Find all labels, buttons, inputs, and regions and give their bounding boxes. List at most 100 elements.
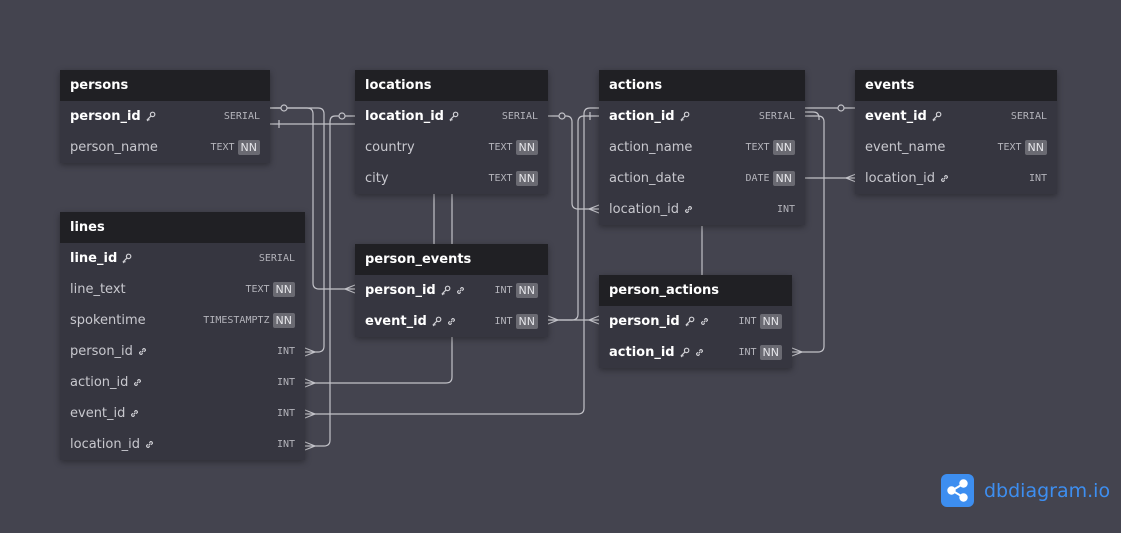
field-type: INT: [276, 377, 295, 388]
brand-name: dbdiagram.io: [984, 479, 1111, 502]
many-end-marker: [844, 173, 857, 183]
key-icon: [122, 253, 132, 264]
many-end-marker: [304, 347, 317, 357]
table-header[interactable]: person_events: [355, 244, 548, 275]
field-name: location_id: [365, 109, 502, 124]
not-null-badge: NN: [772, 171, 795, 186]
field-type: DATE: [745, 173, 770, 184]
link-icon: [695, 348, 703, 357]
field-name: line_text: [70, 282, 245, 297]
not-null-badge: NN: [772, 140, 795, 155]
field-type: INT: [276, 408, 295, 419]
field-name: event_id: [865, 109, 1011, 124]
connector-persons-lines: [270, 107, 325, 353]
key-icon: [146, 111, 156, 122]
field-name: location_id: [609, 202, 777, 217]
field-row[interactable]: location_id INT: [855, 163, 1057, 194]
field-type: TEXT: [488, 142, 513, 153]
field-name: country: [365, 140, 488, 155]
not-null-badge: NN: [515, 171, 538, 186]
many-end-marker: [587, 315, 600, 325]
field-row[interactable]: line_id SERIAL: [60, 243, 305, 274]
connector-events-action-bar: [805, 111, 820, 120]
field-row[interactable]: location_id INT: [60, 429, 305, 460]
field-row[interactable]: person_id INT: [60, 336, 305, 367]
field-type: SERIAL: [501, 111, 538, 122]
field-name-text: person_id: [365, 283, 436, 298]
field-row[interactable]: event_id INT: [60, 398, 305, 429]
field-name-text: line_id: [70, 251, 118, 266]
field-name-text: location_id: [609, 202, 679, 217]
field-name-text: person_id: [70, 344, 133, 359]
not-null-badge: NN: [237, 140, 260, 155]
field-row[interactable]: location_id SERIAL: [355, 101, 548, 132]
dbdiagram-brand[interactable]: dbdiagram.io: [941, 474, 1110, 507]
table-header[interactable]: locations: [355, 70, 548, 101]
field-row[interactable]: event_id SERIAL: [855, 101, 1057, 132]
field-type: INT: [1028, 173, 1047, 184]
key-icon: [685, 316, 695, 327]
field-type: TEXT: [488, 173, 513, 184]
field-row[interactable]: action_id SERIAL: [599, 101, 805, 132]
key-icon: [449, 111, 459, 122]
field-name: location_id: [865, 171, 1029, 186]
link-icon: [684, 205, 692, 214]
field-name: action_date: [609, 171, 745, 186]
table-header[interactable]: actions: [599, 70, 805, 101]
field-type: TEXT: [745, 142, 770, 153]
field-row[interactable]: person_id SERIAL: [60, 101, 270, 132]
connector-events-lines: [305, 107, 856, 415]
field-name-text: location_id: [70, 437, 140, 452]
key-icon: [432, 316, 442, 327]
field-name-text: action_name: [609, 140, 693, 155]
not-null-badge: NN: [272, 313, 295, 328]
table-header[interactable]: person_actions: [599, 275, 792, 306]
key-icon: [680, 111, 690, 122]
field-name-text: event_name: [865, 140, 946, 155]
field-name-text: line_text: [70, 282, 126, 297]
field-name-text: location_id: [365, 109, 444, 124]
connector-actions-person-actions: [792, 115, 825, 353]
table-header[interactable]: persons: [60, 70, 270, 101]
field-name: city: [365, 171, 488, 186]
field-name-text: person_name: [70, 140, 158, 155]
many-end-marker: [547, 315, 560, 325]
connector-locations-lines: [305, 115, 355, 447]
table-header[interactable]: lines: [60, 212, 305, 243]
link-icon: [700, 317, 708, 326]
field-name: event_id: [70, 406, 277, 421]
field-row[interactable]: location_id INT: [599, 194, 805, 225]
link-icon: [456, 286, 464, 295]
field-type: TIMESTAMPTZ: [203, 315, 270, 326]
table-header[interactable]: events: [855, 70, 1057, 101]
link-icon: [447, 317, 455, 326]
many-end-marker: [304, 441, 317, 451]
field-type: TEXT: [997, 142, 1022, 153]
field-row[interactable]: action_id INT: [60, 367, 305, 398]
field-name-text: location_id: [865, 171, 935, 186]
key-icon: [932, 111, 942, 122]
field-type: INT: [738, 347, 757, 358]
field-name: event_name: [865, 140, 997, 155]
many-end-marker: [343, 284, 356, 294]
not-null-badge: NN: [759, 345, 782, 360]
